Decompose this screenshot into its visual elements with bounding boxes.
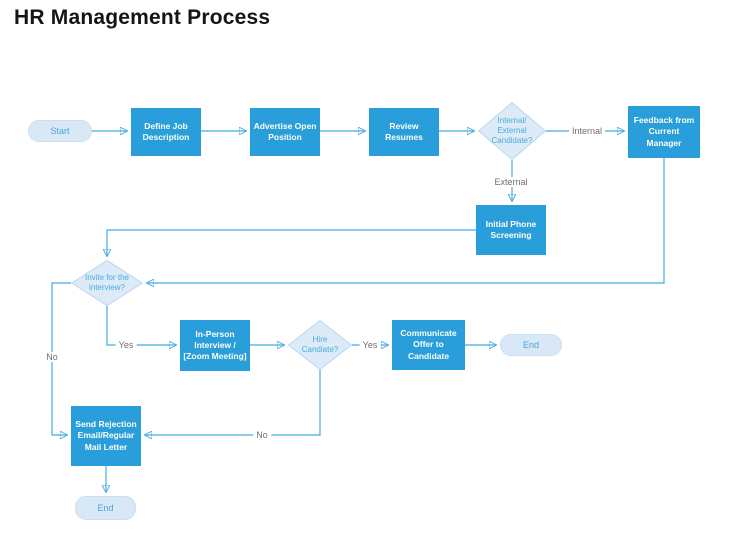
node-label: Send Rejection Email/Regular Mail Letter — [75, 419, 137, 452]
diamond-shape — [71, 260, 143, 306]
edge-label-invite-no: No — [43, 352, 61, 362]
node-communicate-offer[interactable]: Communicate Offer to Candidate — [392, 320, 465, 370]
node-label: Review Resumes — [385, 120, 423, 142]
node-invite-for-interview[interactable]: Invite for the interview? — [71, 260, 143, 306]
connector-phone-to-invite — [107, 229, 476, 256]
node-in-person-interview[interactable]: In-Person Interview / [Zoom Meeting] — [180, 320, 250, 371]
node-label: Feedback from Current Manager — [633, 115, 695, 148]
node-end-hired[interactable]: End — [500, 334, 562, 356]
connector-feedback-to-invite — [147, 158, 665, 283]
node-hire-candidate[interactable]: Hire Candiate? — [288, 320, 352, 370]
node-label: End — [97, 503, 114, 513]
node-send-rejection-letter[interactable]: Send Rejection Email/Regular Mail Letter — [71, 406, 141, 466]
node-label: End — [522, 340, 539, 350]
node-internal-external-candidate[interactable]: Internal/ External Candidate? — [478, 102, 546, 160]
page-title: HR Management Process — [14, 6, 271, 29]
node-start[interactable]: Start — [28, 120, 92, 142]
node-label: In-Person Interview / [Zoom Meeting] — [183, 328, 247, 362]
edge-label-internal: Internal — [568, 126, 606, 136]
node-review-resumes[interactable]: Review Resumes — [369, 108, 439, 156]
edge-label-hire-yes: Yes — [359, 340, 381, 350]
connector-invite-yes-to-interview — [106, 306, 176, 345]
node-initial-phone-screening[interactable]: Initial Phone Screening — [476, 205, 546, 255]
node-advertise-open-position[interactable]: Advertise Open Position — [250, 108, 320, 156]
node-end-rejected[interactable]: End — [75, 496, 136, 520]
node-label: Initial Phone Screening — [485, 218, 537, 240]
node-label: Advertise Open Position — [253, 120, 317, 142]
connector-hire-no-to-rejection — [145, 370, 321, 435]
edge-label-external: External — [491, 177, 531, 187]
node-label: Define Job Description — [142, 120, 190, 142]
node-label: Internal/ External Candidate? — [491, 116, 533, 145]
node-feedback-current-manager[interactable]: Feedback from Current Manager — [628, 106, 700, 158]
edge-label-invite-yes: Yes — [115, 340, 137, 350]
node-label: Communicate Offer to Candidate — [400, 328, 457, 361]
diamond-shape — [288, 320, 352, 370]
edge-label-hire-no: No — [253, 430, 271, 440]
node-label: Start — [50, 126, 70, 136]
diamond-shape — [478, 102, 546, 160]
node-label: Hire Candiate? — [301, 335, 339, 354]
node-define-job-description[interactable]: Define Job Description — [131, 108, 201, 156]
node-label: Invite for the interview? — [84, 273, 130, 292]
